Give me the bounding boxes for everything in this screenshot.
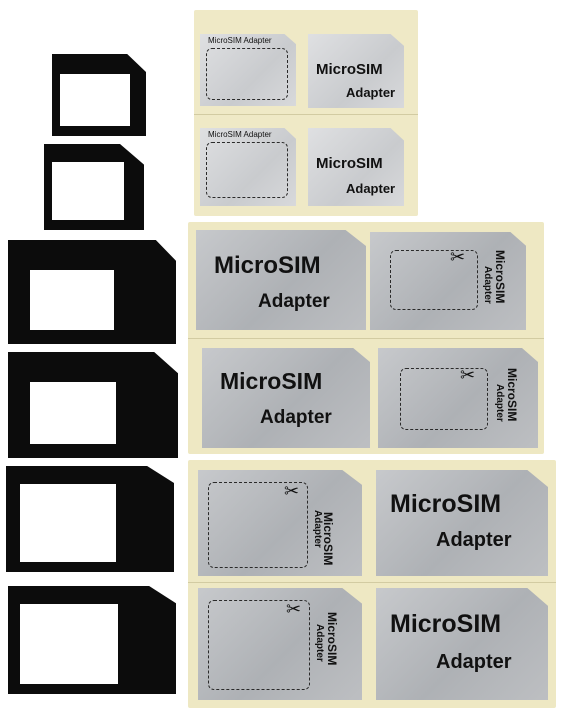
sim-adapter-frame-large-2 xyxy=(8,352,178,458)
sticker-title-4: MicroSIM xyxy=(220,368,323,394)
sticker-microsim-label-4: MicroSIM Adapter xyxy=(202,348,370,448)
sticker-vertical-title-4: MicroSIM xyxy=(505,368,519,422)
sim-adapter-frame-large-3 xyxy=(6,466,174,572)
sticker-subtitle-5: Adapter xyxy=(436,529,512,551)
sticker-microsim-label-6: MicroSIM Adapter xyxy=(376,588,548,700)
sticker-blank-cutout-2 xyxy=(200,128,296,206)
sticker-title-6: MicroSIM xyxy=(390,610,502,638)
sticker-sheet-top: MicroSIM Adapter MicroSIM Adapter MicroS… xyxy=(194,10,418,216)
sticker-vertical-subtitle-6: Adapter xyxy=(314,624,325,662)
sticker-cutout-6: ✂ MicroSIM Adapter xyxy=(198,588,362,700)
sticker-cutout-5: ✂ MicroSIM Adapter xyxy=(198,470,362,576)
sim-adapter-frame-large-1 xyxy=(8,240,176,344)
sticker-vertical-subtitle-5: Adapter xyxy=(312,510,323,548)
scissors-icon: ✂ xyxy=(284,481,300,501)
sticker-title-2: MicroSIM xyxy=(316,155,383,172)
sim-adapter-frame-large-4 xyxy=(8,586,176,694)
sticker-vertical-title-5: MicroSIM xyxy=(321,512,335,566)
sticker-title-5: MicroSIM xyxy=(390,490,502,518)
sticker-sheet-middle: MicroSIM Adapter ✂ MicroSIM Adapter Micr… xyxy=(188,222,544,454)
sticker-subtitle-6: Adapter xyxy=(436,651,512,673)
sim-adapter-frame-small-2 xyxy=(44,144,144,230)
scissors-icon: ✂ xyxy=(286,599,302,619)
sticker-small-label-2: MicroSIM Adapter xyxy=(208,130,272,139)
sticker-blank-cutout-1 xyxy=(200,34,296,106)
sticker-title-3: MicroSIM xyxy=(214,252,321,279)
sticker-title-1: MicroSIM xyxy=(316,61,383,78)
sticker-vertical-title-6: MicroSIM xyxy=(325,612,339,666)
sticker-subtitle-4: Adapter xyxy=(260,407,332,428)
sticker-microsim-label-2: MicroSIM Adapter xyxy=(308,128,404,206)
sticker-subtitle-3: Adapter xyxy=(258,291,330,312)
sticker-microsim-label-5: MicroSIM Adapter xyxy=(376,470,548,576)
sim-adapter-frame-small-1 xyxy=(52,54,146,136)
sticker-vertical-subtitle-3: Adapter xyxy=(482,266,493,304)
sticker-subtitle-2: Adapter xyxy=(346,181,396,196)
sticker-vertical-title-3: MicroSIM xyxy=(493,250,507,304)
sticker-sheet-bottom: ✂ MicroSIM Adapter MicroSIM Adapter ✂ Mi… xyxy=(188,460,556,708)
sticker-subtitle-1: Adapter xyxy=(346,85,396,100)
sticker-microsim-label-3: MicroSIM Adapter xyxy=(196,230,366,330)
scissors-icon: ✂ xyxy=(450,247,466,267)
sticker-cutout-4: ✂ MicroSIM Adapter xyxy=(378,348,538,448)
sticker-vertical-subtitle-4: Adapter xyxy=(494,384,505,422)
sticker-microsim-label-1: MicroSIM Adapter xyxy=(308,34,404,108)
scissors-icon: ✂ xyxy=(460,365,476,385)
sticker-cutout-3: ✂ MicroSIM Adapter xyxy=(370,232,526,330)
sticker-small-label-1: MicroSIM Adapter xyxy=(208,36,272,45)
